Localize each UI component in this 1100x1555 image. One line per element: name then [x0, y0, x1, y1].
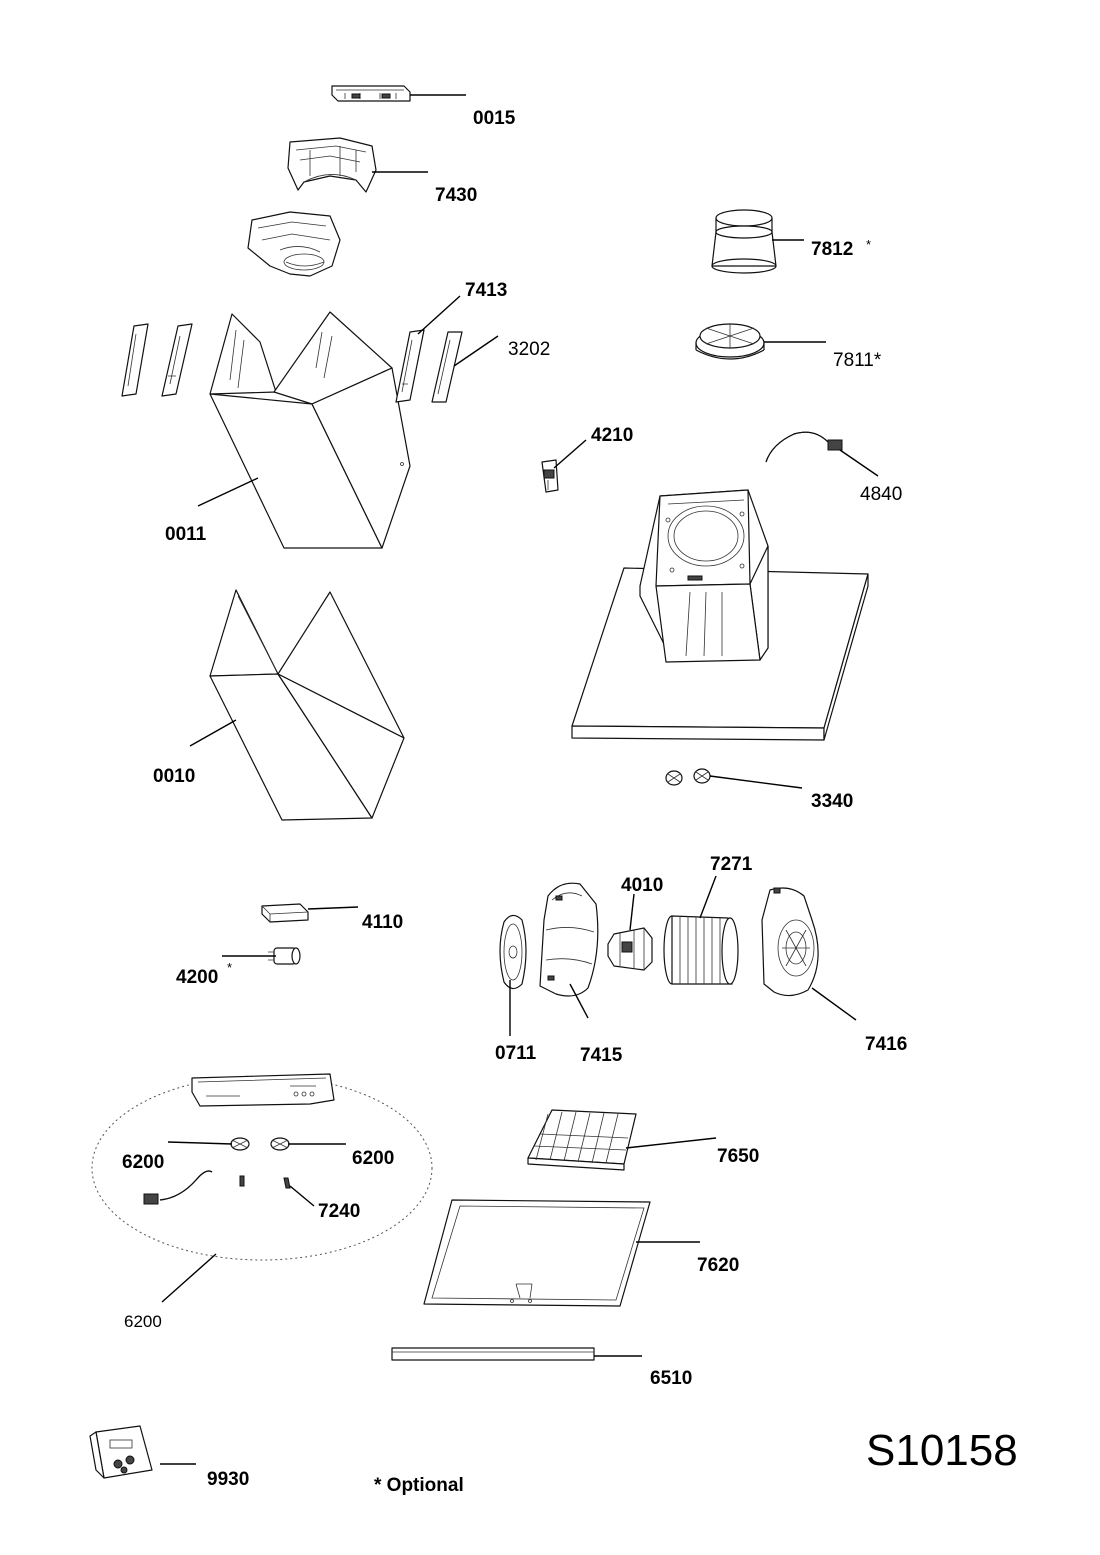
- part-7413-clip: [395, 329, 425, 403]
- part-7811-carbon-filter: [695, 323, 765, 360]
- part-7650-grease-filter: [527, 1109, 637, 1171]
- label-7240: 7240: [318, 1201, 360, 1222]
- optional-legend: * Optional: [374, 1475, 464, 1496]
- part-0711-plate: [499, 914, 527, 990]
- part-4210-switch: [541, 459, 559, 493]
- label-7812: 7812: [811, 239, 853, 260]
- leader-6200-left: [167, 1141, 233, 1145]
- leader-7650: [625, 1137, 717, 1149]
- leader-7271: [699, 875, 717, 919]
- part-chimney-clip-left-b: [161, 323, 193, 397]
- part-7430-bracket: [287, 137, 377, 193]
- part-kit-cable: [143, 1170, 213, 1205]
- label-7430: 7430: [435, 185, 477, 206]
- label-6200-left: 6200: [122, 1152, 164, 1173]
- part-6510-light-bar: [391, 1347, 595, 1361]
- label-0711: 0711: [495, 1043, 537, 1064]
- leader-4010: [629, 893, 635, 931]
- label-9930: 9930: [207, 1469, 249, 1490]
- leader-7413: [417, 295, 461, 335]
- part-3202-clip: [431, 331, 463, 403]
- label-3340: 3340: [811, 791, 853, 812]
- label-6510: 6510: [650, 1368, 692, 1389]
- leader-7415: [569, 983, 589, 1019]
- part-6200-switch-right: [270, 1137, 290, 1151]
- label-0010: 0010: [153, 766, 195, 787]
- label-3202: 3202: [508, 339, 550, 360]
- label-6200-right: 6200: [352, 1148, 394, 1169]
- leader-3340: [709, 775, 803, 789]
- part-3340-knobs: [665, 768, 711, 786]
- label-7413: 7413: [465, 280, 507, 301]
- part-7416-fan-housing: [761, 887, 819, 997]
- part-7812-ring: [711, 209, 777, 274]
- part-4110-driver: [261, 903, 309, 923]
- part-hood-body: [571, 489, 869, 741]
- leader-0011: [197, 477, 259, 507]
- label-0015: 0015: [473, 108, 516, 129]
- label-7650: 7650: [717, 1146, 759, 1167]
- part-4200-capacitor: [268, 947, 301, 965]
- leader-0010: [189, 719, 237, 747]
- leader-4110: [307, 906, 359, 910]
- leader-6200-kit: [161, 1253, 217, 1303]
- label-7271: 7271: [710, 854, 753, 875]
- label-4010: 4010: [621, 875, 663, 896]
- part-4840-cable: [765, 431, 843, 463]
- label-4200-optional-mark: *: [227, 960, 232, 975]
- label-0011: 0011: [165, 524, 207, 545]
- part-0015-bracket: [331, 85, 411, 102]
- leader-4840: [839, 449, 879, 477]
- leader-7416: [811, 987, 857, 1021]
- chimney-top-flange: [247, 211, 341, 277]
- part-7271-impeller: [663, 915, 739, 985]
- leader-3202: [453, 335, 499, 367]
- part-7240-buttons: [239, 1175, 291, 1189]
- label-4840: 4840: [860, 484, 902, 505]
- leader-4210: [553, 439, 587, 469]
- leader-7240: [289, 1185, 315, 1207]
- part-7620-glass-panel: [423, 1199, 651, 1307]
- label-7620: 7620: [697, 1255, 739, 1276]
- part-control-panel: [191, 1073, 335, 1107]
- part-6200-switch-left: [230, 1137, 250, 1151]
- part-7415-fan-housing: [539, 882, 599, 997]
- label-4210: 4210: [591, 425, 633, 446]
- part-chimney-clip-left-a: [121, 323, 149, 397]
- label-7416: 7416: [865, 1034, 907, 1055]
- label-4200: 4200: [176, 967, 218, 988]
- diagram-code: S10158: [866, 1426, 1018, 1475]
- part-4010-motor: [607, 927, 653, 971]
- label-7811: 7811*: [833, 350, 882, 371]
- label-7415: 7415: [580, 1045, 623, 1066]
- label-6200-kit: 6200: [124, 1312, 162, 1331]
- part-9930-hardware-bag: [89, 1425, 153, 1479]
- label-7812-optional-mark: *: [866, 237, 871, 252]
- part-0011-upper-chimney: [209, 311, 411, 549]
- label-4110: 4110: [362, 912, 403, 933]
- part-0010-lower-chimney: [209, 589, 405, 821]
